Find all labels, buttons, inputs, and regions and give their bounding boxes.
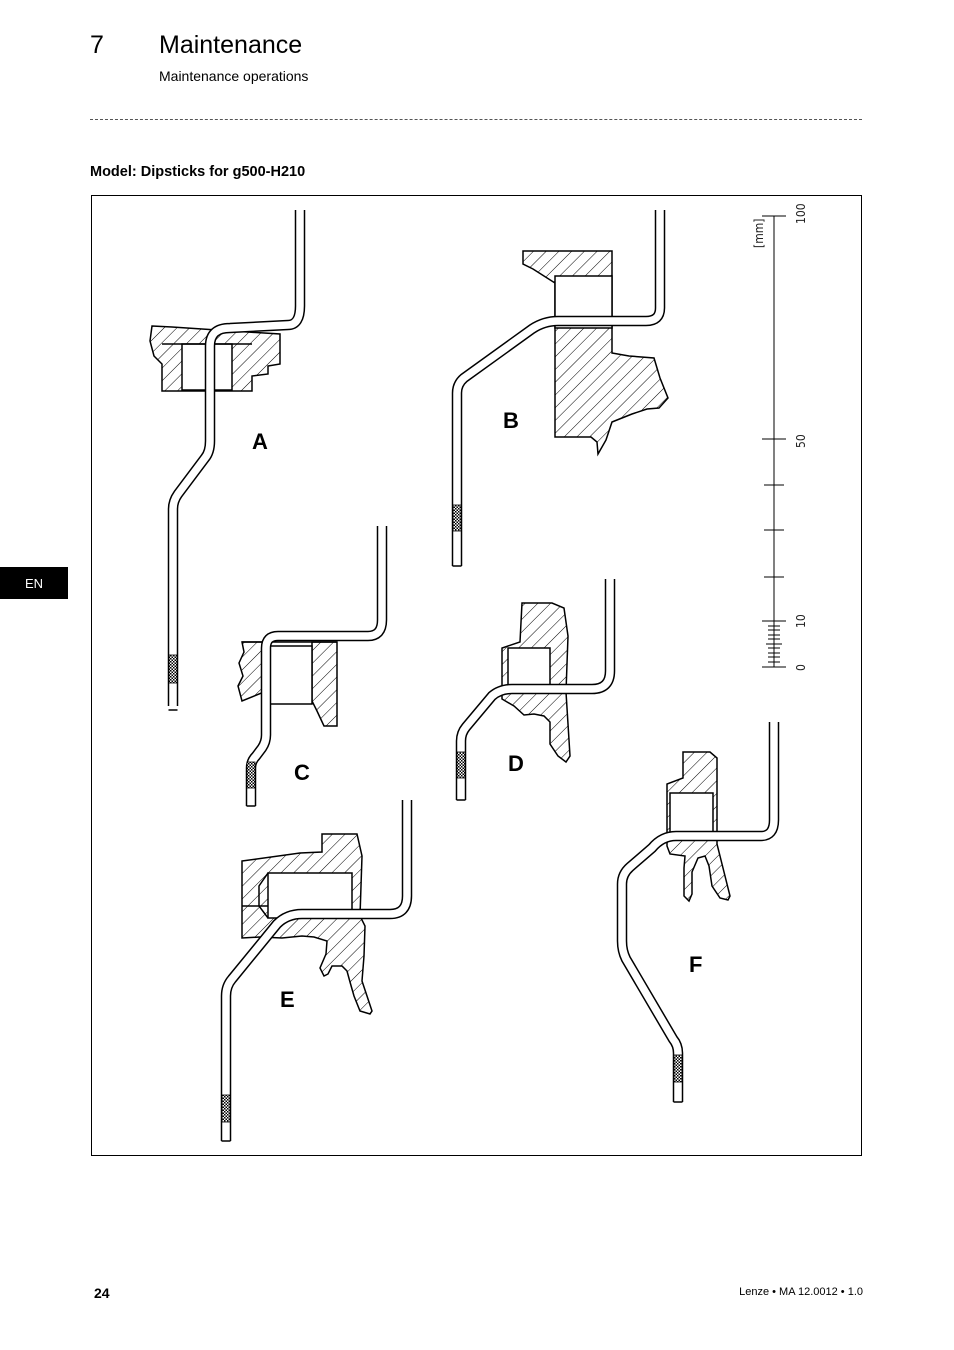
scale-tick-0: 0 — [794, 664, 808, 671]
section-heading: Model: Dipsticks for g500-H210 — [90, 164, 306, 180]
dipstick-drawing: A B C — [149, 203, 808, 1142]
chapter-subtitle: Maintenance operations — [159, 68, 309, 84]
header-divider — [90, 119, 862, 120]
scale-tick-100: 100 — [794, 203, 808, 224]
chapter-number: 7 — [90, 31, 104, 59]
dipstick-f-drawing: F — [616, 722, 780, 1103]
dipstick-c-drawing: C — [237, 526, 388, 807]
chapter-title: Maintenance — [159, 31, 303, 59]
document-reference: Lenze • MA 12.0012 • 1.0 — [739, 1286, 863, 1298]
dipstick-figure: A B C — [91, 195, 862, 1156]
dipstick-b-drawing: B — [451, 210, 669, 567]
dipstick-label-d: D — [508, 751, 524, 776]
dipstick-d-drawing: D — [455, 579, 616, 801]
scale-tick-10: 10 — [794, 614, 808, 628]
dipstick-label-f: F — [689, 952, 702, 977]
scale-unit-label: [mm] — [752, 219, 766, 248]
dipstick-label-a: A — [252, 429, 268, 454]
dipstick-label-c: C — [294, 760, 310, 785]
page-number: 24 — [94, 1285, 110, 1301]
dipstick-e-drawing: E — [220, 800, 413, 1142]
dipstick-label-b: B — [503, 408, 519, 433]
scale-tick-50: 50 — [794, 434, 808, 448]
dipstick-a-drawing: A — [149, 210, 306, 711]
language-tab: EN — [0, 567, 68, 599]
mm-scale — [762, 215, 786, 668]
dipstick-label-e: E — [280, 987, 295, 1012]
